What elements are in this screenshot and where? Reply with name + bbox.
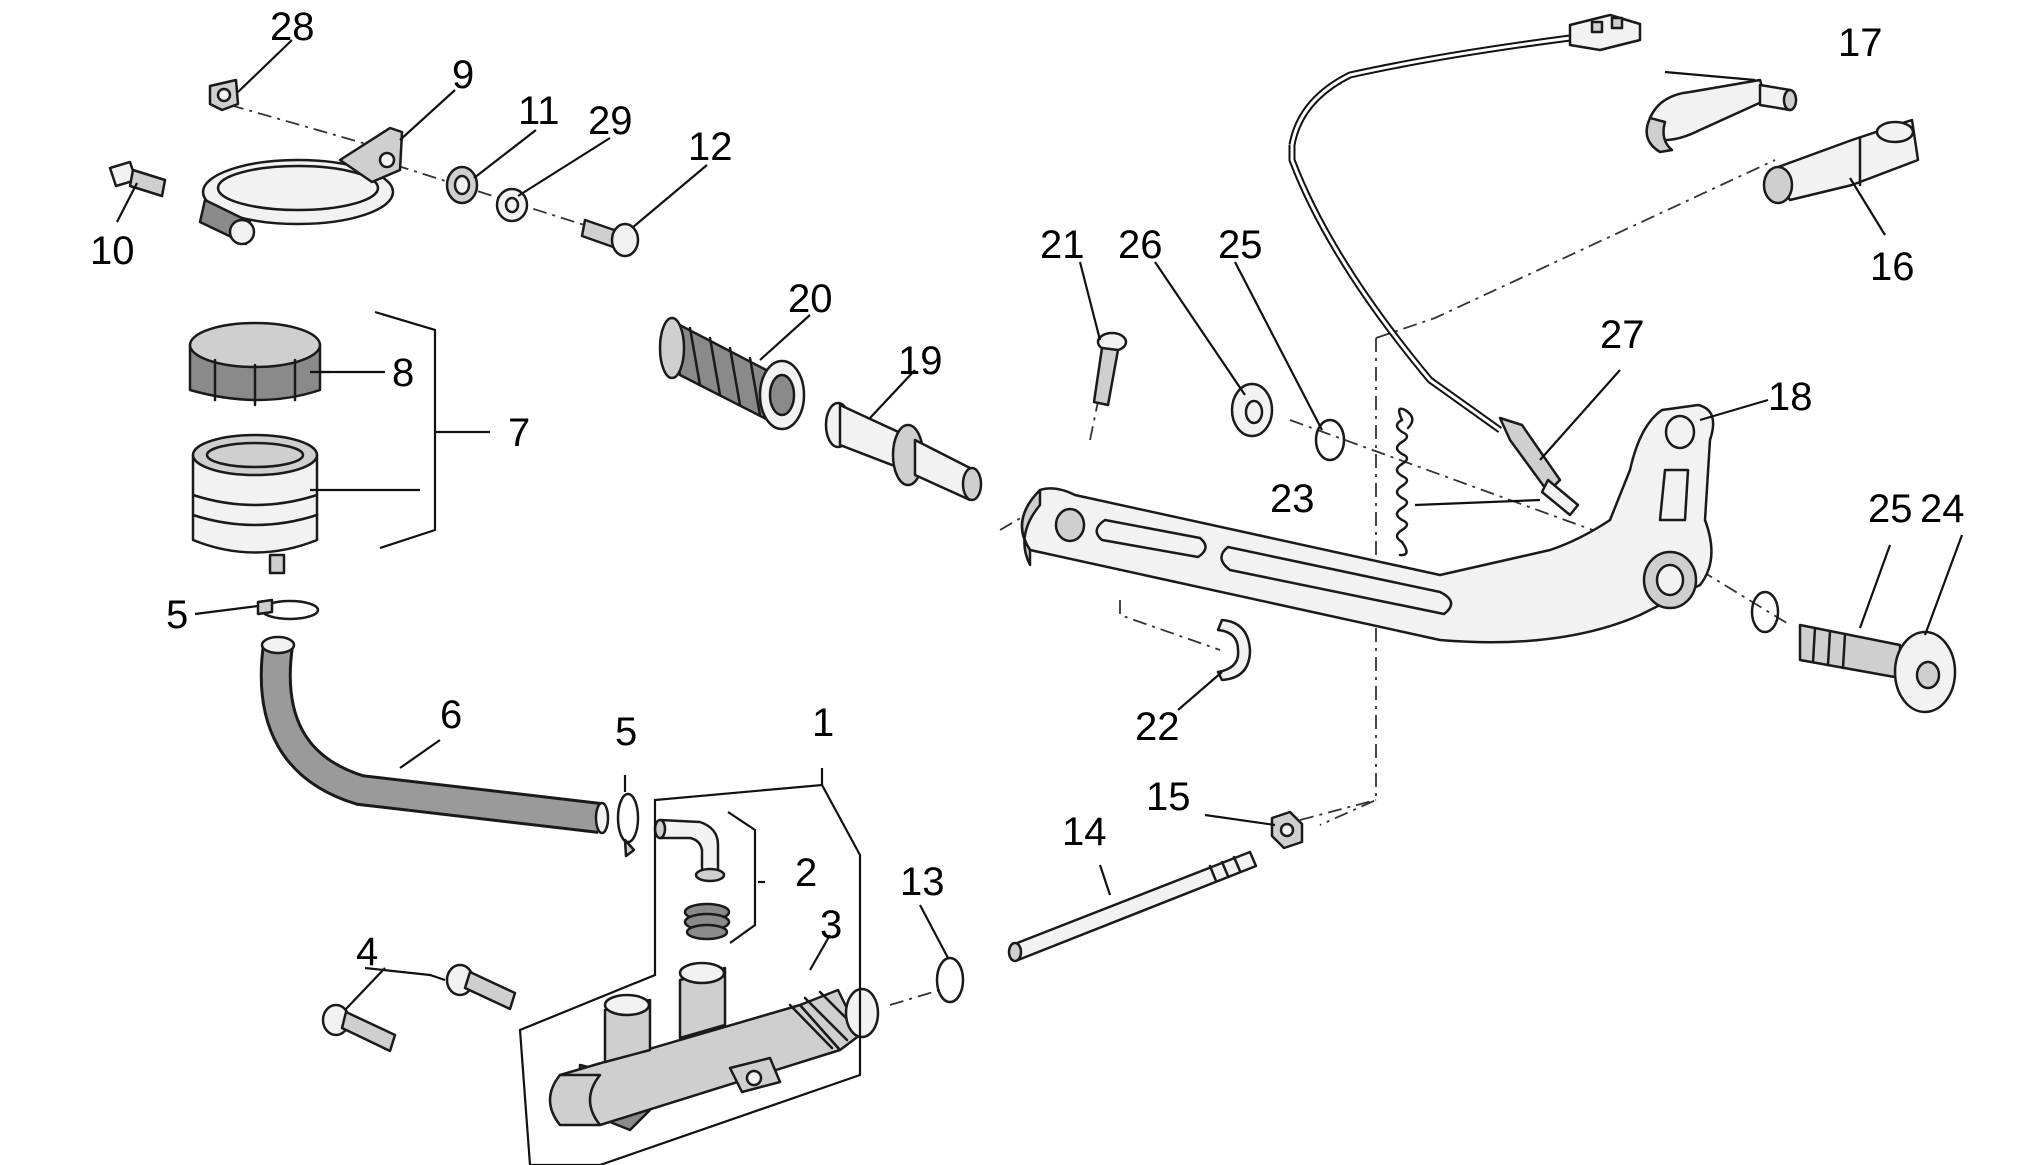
label-10: 10	[90, 229, 135, 273]
label-11: 11	[518, 89, 560, 133]
part-6-hose	[259, 635, 610, 835]
label-27: 27	[1600, 313, 1645, 357]
callout-labels: 28 9 11 29 12 10 8 7 5 6 5 1 2 3 4 13 14…	[90, 5, 1965, 974]
label-13: 13	[900, 860, 945, 904]
part-13-o-ring	[935, 956, 965, 1004]
label-5-lower: 5	[615, 710, 637, 754]
label-25-upper: 25	[1218, 223, 1263, 267]
leader-lines	[116, 39, 1964, 1011]
label-7: 7	[508, 411, 530, 455]
label-3: 3	[820, 903, 842, 947]
label-29: 29	[588, 99, 633, 143]
part-8-reservoir-cap	[188, 321, 322, 407]
label-20: 20	[788, 277, 833, 321]
part-15-nut	[1270, 810, 1304, 850]
part-23-spring	[1395, 407, 1414, 557]
part-2-seal	[683, 902, 731, 941]
part-27-stop-switch-cable	[1288, 13, 1642, 517]
part-22-clip	[1216, 618, 1252, 682]
part-19-pedal-pin	[824, 401, 983, 502]
part-25-circlip-lower	[1750, 590, 1780, 634]
part-28-clip	[208, 78, 240, 112]
part-24-pivot-bolt	[1798, 623, 1957, 714]
part-7-reservoir	[191, 433, 319, 575]
part-2-fitting	[653, 818, 726, 883]
part-20-pedal-rubber	[658, 316, 806, 431]
bracket-group-1	[518, 768, 862, 1165]
label-24: 24	[1920, 487, 1965, 531]
label-5-upper: 5	[166, 593, 188, 637]
part-3-master-cylinder	[548, 961, 880, 1132]
label-12: 12	[688, 125, 733, 169]
part-11-bush	[445, 165, 479, 205]
part-12-screw	[580, 218, 640, 258]
part-14-push-rod	[1007, 850, 1258, 963]
part-18-brake-pedal	[1020, 403, 1715, 644]
label-25-lower: 25	[1868, 487, 1913, 531]
label-14: 14	[1062, 810, 1107, 854]
label-21: 21	[1040, 223, 1085, 267]
label-22: 22	[1135, 705, 1180, 749]
part-29-washer	[495, 187, 529, 223]
bracket-group-7	[310, 310, 490, 550]
label-8: 8	[392, 351, 414, 395]
label-28: 28	[270, 5, 315, 49]
label-2: 2	[795, 851, 817, 895]
label-16: 16	[1870, 245, 1915, 289]
part-9-reservoir-bracket	[198, 126, 404, 246]
part-21-screw	[1092, 331, 1128, 407]
bracket-group-2	[727, 811, 757, 944]
label-4: 4	[356, 930, 378, 974]
part-26-washer	[1230, 382, 1274, 438]
label-9: 9	[452, 53, 474, 97]
part-5-hose-clamp-upper	[256, 598, 320, 621]
part-25-circlip-upper	[1314, 418, 1346, 462]
label-1: 1	[812, 701, 834, 745]
label-18: 18	[1768, 375, 1813, 419]
part-10-screw	[108, 160, 167, 198]
label-23: 23	[1270, 477, 1315, 521]
part-5-hose-clamp-lower	[616, 792, 640, 858]
label-6: 6	[440, 693, 462, 737]
label-17: 17	[1838, 21, 1883, 65]
part-4-screw-lower	[321, 1003, 397, 1053]
part-16-clevis	[1762, 118, 1920, 205]
label-19: 19	[898, 339, 943, 383]
label-26: 26	[1118, 223, 1163, 267]
part-4-screw-upper	[445, 963, 517, 1011]
label-15: 15	[1146, 775, 1191, 819]
part-17-pin	[1645, 78, 1798, 154]
